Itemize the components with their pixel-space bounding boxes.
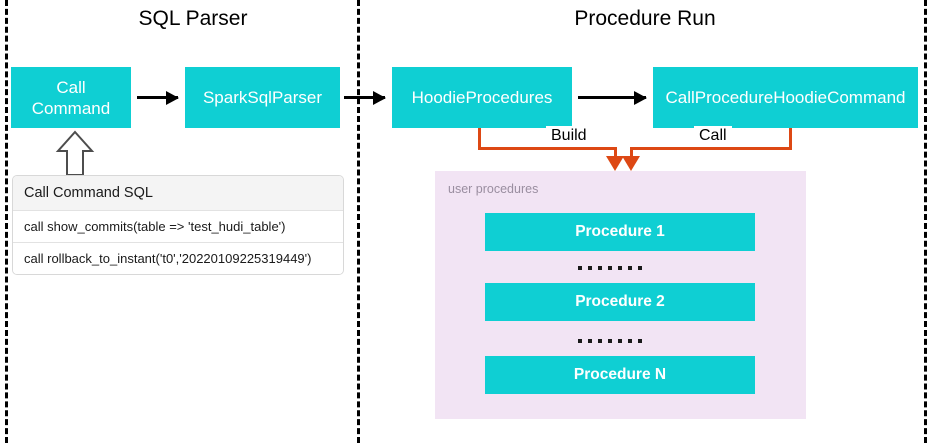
procedure-item-n[interactable]: Procedure N [485, 356, 755, 394]
call-command-sql-listing: Call Command SQL call show_commits(table… [12, 175, 344, 275]
box-call-procedure-hoodie-command-label: CallProcedureHoodieCommand [665, 88, 906, 107]
arrow-call-command-to-spark-sql-parser [137, 90, 179, 105]
build-connector-drop [614, 147, 617, 160]
build-connector-rail [478, 147, 617, 150]
sql-listing-header: Call Command SQL [13, 176, 343, 211]
divider-right [924, 0, 927, 443]
hollow-up-arrow-icon [55, 130, 95, 176]
ellipsis-2 [578, 339, 642, 343]
box-hoodie-procedures-label: HoodieProcedures [411, 88, 553, 107]
call-label: Call [694, 126, 732, 145]
call-connector-arrowhead [622, 156, 640, 171]
procedure-item-1[interactable]: Procedure 1 [485, 213, 755, 251]
procedure-item-n-label: Procedure N [573, 366, 667, 383]
procedure-item-1-label: Procedure 1 [575, 223, 665, 240]
sql-listing-row: call rollback_to_instant('t0','202201092… [13, 243, 343, 274]
user-procedures-label: user procedures [448, 182, 539, 196]
procedure-item-2-label: Procedure 2 [575, 293, 665, 310]
procedure-item-2[interactable]: Procedure 2 [485, 283, 755, 321]
sql-listing-row: call show_commits(table => 'test_hudi_ta… [13, 211, 343, 243]
arrow-hoodie-procedures-to-call-procedure-hoodie-command [578, 90, 647, 105]
ellipsis-1 [578, 266, 642, 270]
divider-left [5, 0, 8, 443]
call-connector-rail [630, 147, 792, 150]
arrow-spark-sql-parser-to-hoodie-procedures [344, 90, 386, 105]
build-connector-arrowhead [606, 156, 624, 171]
call-connector-stem [789, 128, 792, 150]
call-connector-drop [630, 147, 633, 160]
section-title-procedure-run: Procedure Run [574, 7, 716, 30]
build-label: Build [546, 126, 592, 145]
box-hoodie-procedures[interactable]: HoodieProcedures [392, 67, 572, 128]
box-call-procedure-hoodie-command[interactable]: CallProcedureHoodieCommand [653, 67, 918, 128]
divider-middle [357, 0, 360, 443]
section-title-sql-parser: SQL Parser [138, 7, 248, 30]
box-spark-sql-parser-label: SparkSqlParser [202, 88, 323, 107]
build-connector-stem [478, 128, 481, 150]
box-spark-sql-parser[interactable]: SparkSqlParser [185, 67, 340, 128]
